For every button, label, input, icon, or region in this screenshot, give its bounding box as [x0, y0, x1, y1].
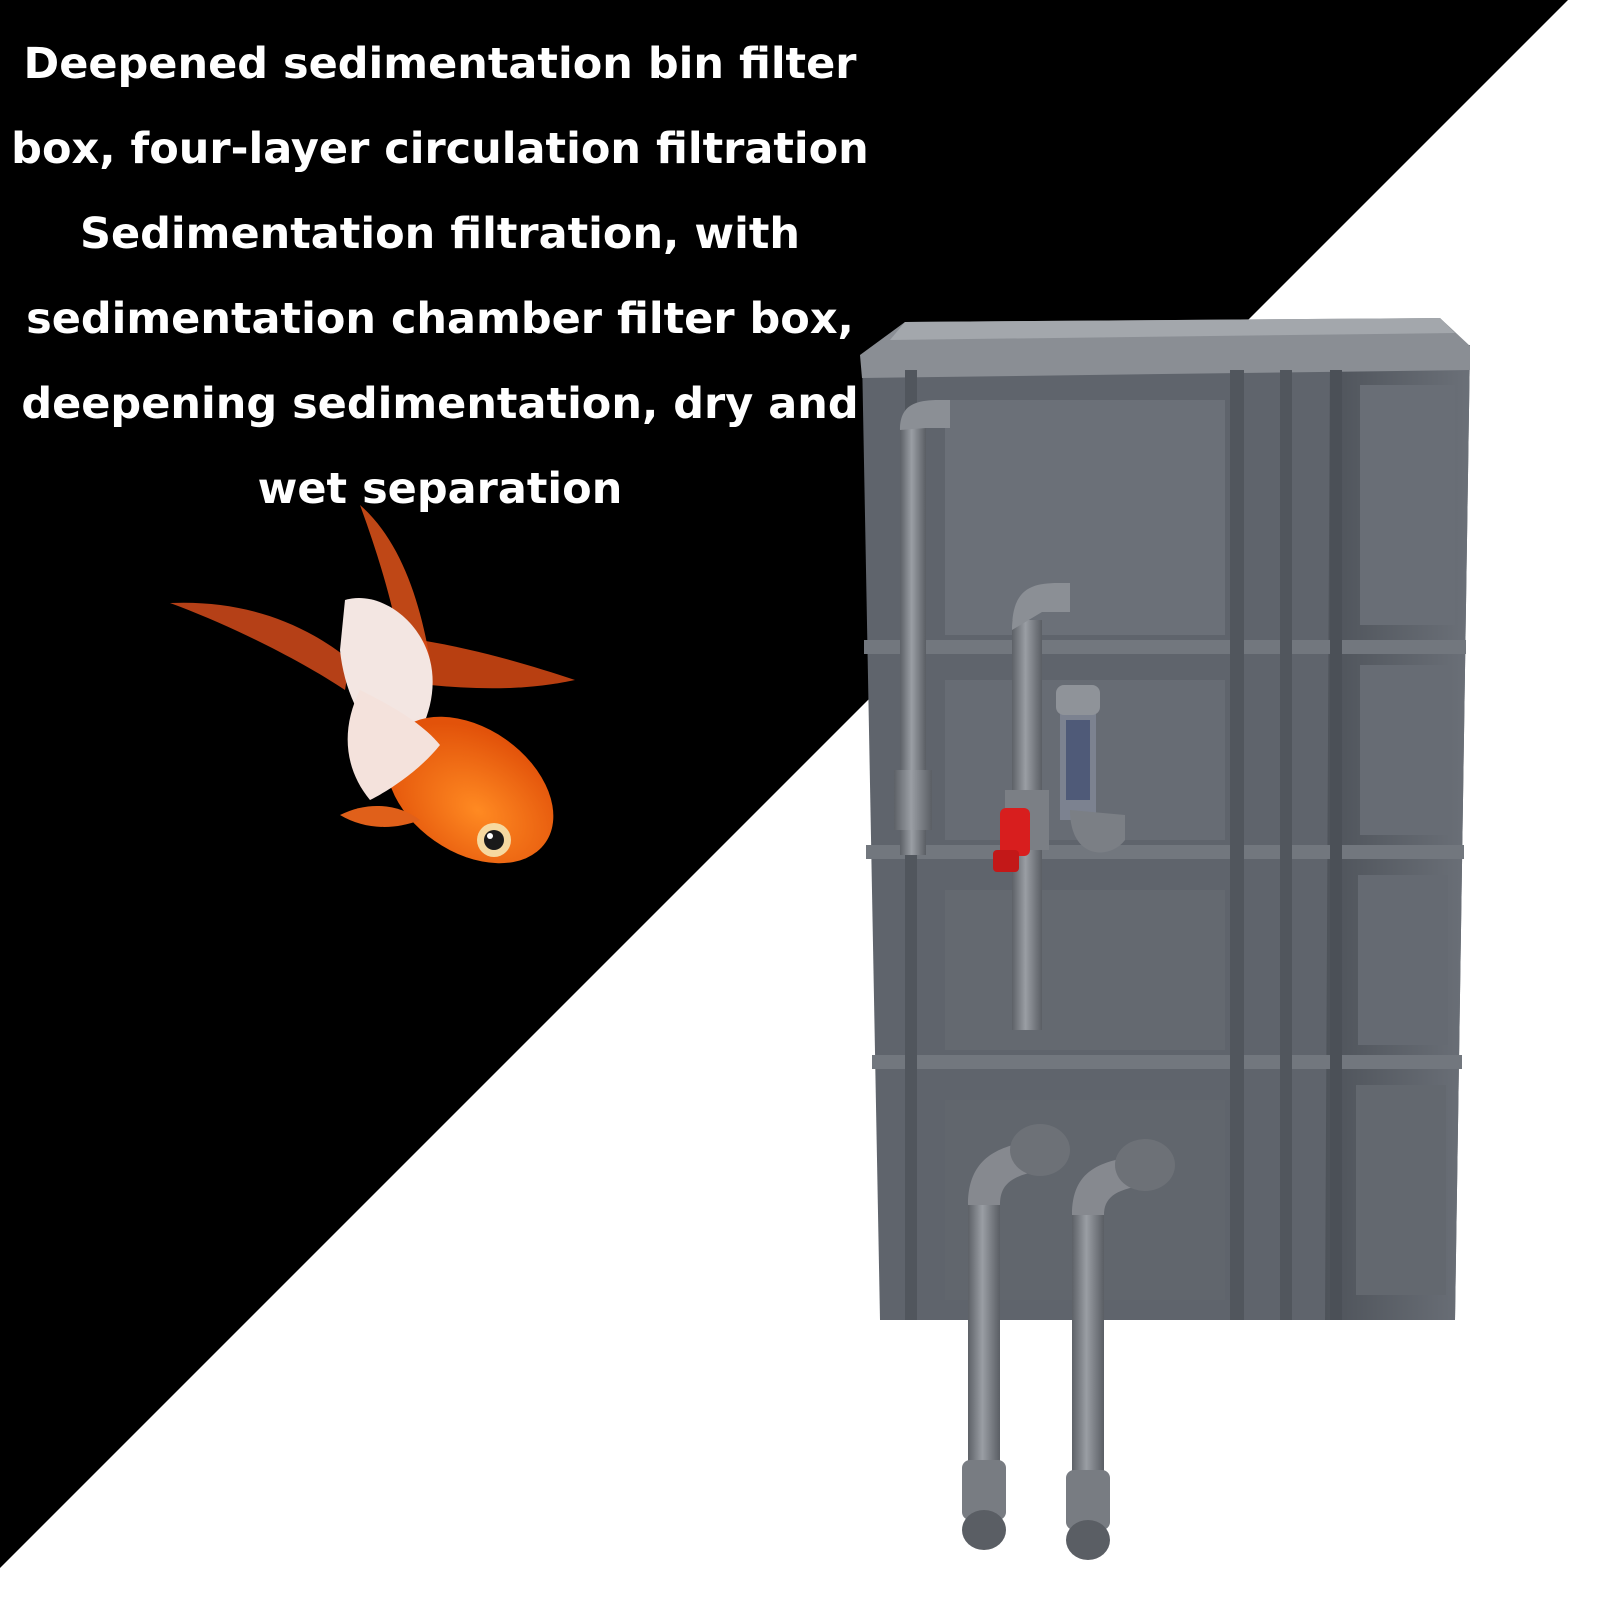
drain-pipe-right: [1072, 1210, 1104, 1510]
headline-line: Deepened sedimentation bin filter: [23, 39, 857, 89]
headline-line: box, four-layer circulation filtration: [11, 124, 869, 174]
tier-ridge-3: [872, 1055, 1462, 1069]
headline-line: Sedimentation filtration, with: [80, 209, 800, 259]
ball-valve-icon: [993, 808, 1030, 872]
headline-line: sedimentation chamber filter box,: [26, 294, 854, 344]
tier-ridge-2: [866, 845, 1464, 859]
goldfish-illustration: [170, 505, 575, 864]
product-headline: Deepened sedimentation bin filter box, f…: [0, 22, 880, 532]
filter-box-illustration: [860, 318, 1470, 1560]
headline-line: deepening sedimentation, dry and: [21, 379, 859, 429]
headline-line: wet separation: [257, 464, 623, 514]
drain-pipe-left: [968, 1200, 1000, 1500]
tier-ridge-1: [864, 640, 1466, 654]
